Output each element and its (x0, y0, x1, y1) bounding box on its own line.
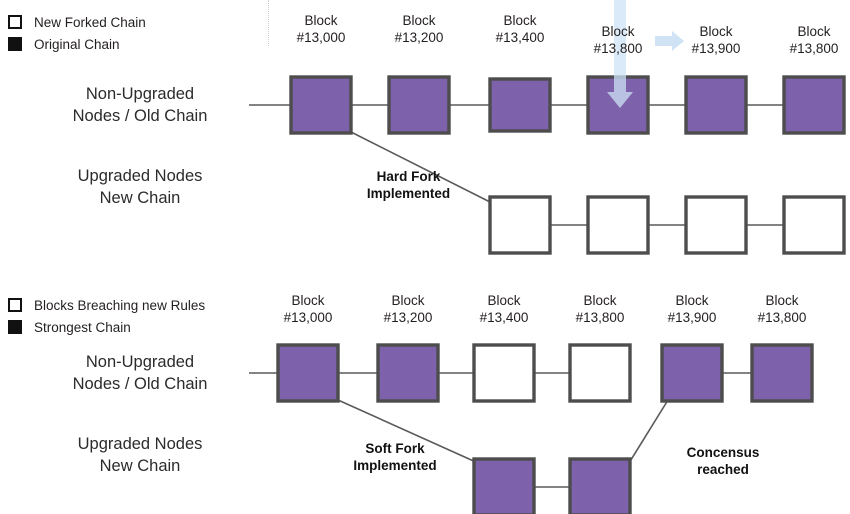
hardfork-block-label-4-line2: #13,900 (691, 40, 741, 56)
softfork-block-label-0-line1: Block (291, 293, 325, 308)
softfork-block-label-4: Block #13,900 (647, 293, 737, 327)
hardfork-block-label-5-line2: #13,800 (789, 40, 839, 56)
softfork-new-chain-row-label: Upgraded Nodes New Chain (35, 434, 245, 478)
hardfork-legend: New Forked Chain Original Chain (8, 11, 146, 55)
hardfork-block-label-5-line1: Block (797, 24, 831, 39)
block-softfork-new-2[interactable] (568, 457, 632, 514)
hardfork-annotation: Hard Fork Implemented (341, 168, 476, 203)
softfork-block-label-2-line1: Block (487, 293, 521, 308)
hardfork-block-label-0-line2: #13,000 (296, 29, 346, 45)
softfork-annotation-line1: Soft Fork (365, 441, 425, 456)
hardfork-new-chain-row-label-line2: New Chain (99, 188, 181, 207)
legend-item-new-forked-chain: New Forked Chain (8, 11, 146, 33)
softfork-consensus-annotation: Concensus reached (658, 444, 788, 479)
softfork-old-chain-row-label: Non-Upgraded Nodes / Old Chain (35, 352, 245, 396)
softfork-block-label-5-line2: #13,800 (757, 309, 807, 325)
softfork-block-label-5: Block #13,800 (737, 293, 827, 327)
block-new-4-hardfork[interactable] (782, 195, 846, 255)
block-13900-softfork-old[interactable] (660, 343, 724, 403)
block-new-2-hardfork[interactable] (586, 195, 650, 255)
block-13800-softfork-breaching[interactable] (568, 343, 632, 403)
legend-swatch-hollow-icon (8, 15, 22, 29)
hardfork-block-label-4: Block #13,900 (671, 24, 761, 58)
hardfork-new-chain-row-label-line1: Upgraded Nodes (77, 167, 203, 185)
legend-item-original-chain: Original Chain (8, 33, 146, 55)
softfork-block-label-5-line1: Block (765, 293, 799, 308)
hardfork-block-label-1-line1: Block (402, 13, 436, 28)
softfork-old-chain-blocks (276, 343, 814, 403)
legend-label-strongest-chain: Strongest Chain (34, 319, 131, 335)
softfork-consensus-annotation-line1: Concensus (686, 445, 760, 460)
softfork-block-label-0: Block #13,000 (263, 293, 353, 327)
legend-item-blocks-breaching-new-rules: Blocks Breaching new Rules (8, 294, 205, 316)
hardfork-block-label-0: Block #13,000 (276, 13, 366, 47)
hardfork-annotation-line2: Implemented (366, 186, 451, 202)
block-new-3-hardfork[interactable] (684, 195, 748, 255)
cursor-arrow-right-icon (655, 31, 684, 51)
hardfork-annotation-line1: Hard Fork (376, 169, 441, 184)
legend-item-strongest-chain: Strongest Chain (8, 316, 205, 338)
softfork-new-chain-blocks (472, 457, 632, 514)
hardfork-block-label-2-line1: Block (503, 13, 537, 28)
softfork-consensus-annotation-line2: reached (697, 462, 749, 478)
hardfork-block-label-0-line1: Block (304, 13, 338, 28)
softfork-legend: Blocks Breaching new Rules Strongest Cha… (8, 294, 205, 338)
softfork-new-chain-row-label-line1: Upgraded Nodes (77, 435, 203, 453)
block-13800b-softfork-old[interactable] (750, 343, 814, 403)
hardfork-fork-branch-line (350, 131, 493, 204)
hardfork-new-chain-blocks (488, 195, 846, 255)
softfork-new-chain-row-label-line2: New Chain (99, 456, 181, 475)
cursor-arrow-down-icon (607, 0, 633, 108)
legend-label-blocks-breaching-new-rules: Blocks Breaching new Rules (34, 297, 206, 313)
block-13900-hardfork-old[interactable] (684, 75, 748, 135)
softfork-old-chain-row-label-line2: Nodes / Old Chain (72, 374, 208, 393)
softfork-consensus-rejoin-line (628, 399, 669, 464)
hardfork-old-chain-row-label-line1: Non-Upgraded (85, 85, 195, 103)
softfork-block-label-3: Block #13,800 (555, 293, 645, 327)
block-13200-softfork-old[interactable] (376, 343, 440, 403)
block-13400-softfork-breaching[interactable] (472, 343, 536, 403)
softfork-block-label-2: Block #13,400 (459, 293, 549, 327)
softfork-block-label-1-line2: #13,200 (383, 309, 433, 325)
softfork-annotation: Soft Fork Implemented (330, 440, 460, 475)
faint-dotted-rule (268, 0, 269, 46)
hardfork-new-chain-row-label: Upgraded Nodes New Chain (35, 166, 245, 210)
softfork-annotation-line2: Implemented (353, 458, 437, 474)
legend-swatch-filled-icon (8, 37, 22, 51)
hardfork-block-label-1: Block #13,200 (374, 13, 464, 47)
legend-swatch-filled-icon (8, 320, 22, 334)
softfork-fork-branch-line (337, 399, 479, 464)
softfork-block-label-1-line1: Block (391, 293, 425, 308)
hardfork-block-label-3-line2: #13,800 (593, 40, 643, 56)
block-13800b-hardfork-old[interactable] (782, 75, 846, 135)
softfork-block-label-0-line2: #13,000 (283, 309, 333, 325)
softfork-block-label-4-line1: Block (675, 293, 709, 308)
softfork-block-label-3-line1: Block (583, 293, 617, 308)
hardfork-old-chain-row-label: Non-Upgraded Nodes / Old Chain (35, 84, 245, 128)
softfork-block-label-3-line2: #13,800 (575, 309, 625, 325)
legend-label-original-chain: Original Chain (34, 36, 120, 52)
hardfork-block-label-2-line2: #13,400 (495, 29, 545, 45)
hardfork-block-label-1-line2: #13,200 (394, 29, 444, 45)
hardfork-block-label-3-line1: Block (601, 24, 635, 39)
hardfork-block-label-2: Block #13,400 (475, 13, 565, 47)
legend-swatch-hollow-icon (8, 298, 22, 312)
block-softfork-new-1[interactable] (472, 457, 536, 514)
block-new-1-hardfork[interactable] (488, 195, 552, 255)
block-13000-softfork-old[interactable] (276, 343, 340, 403)
block-13200-hardfork-old[interactable] (387, 75, 451, 135)
softfork-old-chain-row-label-line1: Non-Upgraded (85, 353, 195, 371)
hardfork-block-label-3: Block #13,800 (573, 24, 663, 58)
block-13000-hardfork-old[interactable] (289, 75, 353, 135)
block-13400-hardfork-old[interactable] (488, 77, 552, 133)
softfork-block-label-4-line2: #13,900 (667, 309, 717, 325)
legend-label-new-forked-chain: New Forked Chain (34, 14, 146, 30)
hardfork-old-chain-row-label-line2: Nodes / Old Chain (72, 106, 208, 125)
softfork-block-label-1: Block #13,200 (363, 293, 453, 327)
hardfork-block-label-5: Block #13,800 (769, 24, 850, 58)
softfork-block-label-2-line2: #13,400 (479, 309, 529, 325)
hardfork-block-label-4-line1: Block (699, 24, 733, 39)
